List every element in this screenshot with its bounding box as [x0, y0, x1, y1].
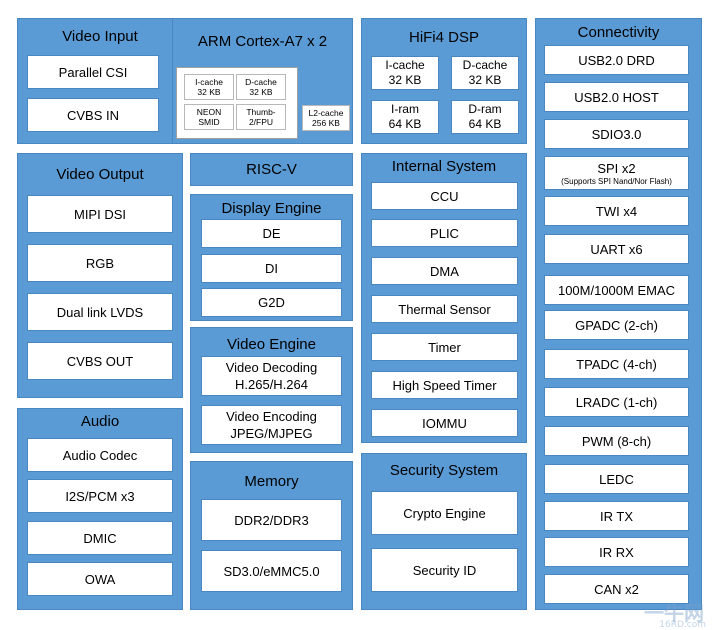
audio-block: Audio Audio Codec I2S/PCM x3 DMIC OWA — [17, 408, 183, 610]
video-engine-item: Video Encoding JPEG/MJPEG — [201, 405, 342, 445]
video-engine-item: Video Decoding H.265/H.264 — [201, 356, 342, 396]
arm-neon: NEON SMID — [184, 104, 234, 130]
dsp-block: HiFi4 DSP I-cache 32 KB D-cache 32 KB I-… — [361, 18, 527, 144]
memory-block: Memory DDR2/DDR3 SD3.0/eMMC5.0 — [190, 461, 353, 610]
arm-cpu-title: ARM Cortex-A7 x 2 — [197, 33, 328, 50]
connectivity-item: TWI x4 — [544, 196, 689, 226]
memory-title: Memory — [244, 473, 299, 490]
memory-item: SD3.0/eMMC5.0 — [201, 550, 342, 592]
arm-cpu-block: ARM Cortex-A7 x 2 I-cache 32 KB D-cache … — [172, 18, 353, 144]
connectivity-item-spi: SPI x2 (Supports SPI Nand/Nor Flash) — [544, 156, 689, 190]
connectivity-block: Connectivity USB2.0 DRD USB2.0 HOST SDIO… — [535, 18, 702, 610]
connectivity-item: LEDC — [544, 464, 689, 494]
arm-dcache: D-cache 32 KB — [236, 74, 286, 100]
security-system-title: Security System — [389, 462, 499, 479]
memory-item: DDR2/DDR3 — [201, 499, 342, 541]
connectivity-item: SDIO3.0 — [544, 119, 689, 149]
dsp-iram: I-ram 64 KB — [371, 100, 439, 134]
video-output-item: RGB — [27, 244, 173, 282]
connectivity-item: GPADC (2-ch) — [544, 310, 689, 340]
arm-icache: I-cache 32 KB — [184, 74, 234, 100]
video-output-block: Video Output MIPI DSI RGB Dual link LVDS… — [17, 153, 183, 398]
connectivity-item: TPADC (4-ch) — [544, 349, 689, 379]
display-engine-block: Display Engine DE DI G2D — [190, 194, 353, 321]
internal-system-item: DMA — [371, 257, 518, 285]
arm-thumb-fpu: Thumb- 2/FPU — [236, 104, 286, 130]
spi-note: (Supports SPI Nand/Nor Flash) — [561, 176, 672, 186]
video-output-title: Video Output — [56, 166, 144, 183]
internal-system-item: High Speed Timer — [371, 371, 518, 399]
internal-system-item: Timer — [371, 333, 518, 361]
display-engine-item: DI — [201, 254, 342, 283]
video-engine-title: Video Engine — [227, 336, 316, 353]
security-system-block: Security System Crypto Engine Security I… — [361, 453, 527, 610]
connectivity-item: IR TX — [544, 501, 689, 531]
audio-item: I2S/PCM x3 — [27, 479, 173, 513]
arm-l2-cache: L2-cache 256 KB — [302, 105, 350, 131]
video-input-block: Video Input Parallel CSI CVBS IN — [17, 18, 183, 144]
connectivity-item: UART x6 — [544, 234, 689, 264]
dsp-title: HiFi4 DSP — [408, 29, 479, 46]
internal-system-item: IOMMU — [371, 409, 518, 437]
watermark-site: 16RD.com — [659, 620, 706, 630]
connectivity-item: LRADC (1-ch) — [544, 387, 689, 417]
display-engine-title: Display Engine — [221, 200, 322, 217]
dsp-icache: I-cache 32 KB — [371, 56, 439, 90]
audio-item: DMIC — [27, 521, 173, 555]
connectivity-item: USB2.0 DRD — [544, 45, 689, 75]
audio-title: Audio — [80, 413, 120, 430]
security-item: Security ID — [371, 548, 518, 592]
internal-system-block: Internal System CCU PLIC DMA Thermal Sen… — [361, 153, 527, 443]
audio-item: Audio Codec — [27, 438, 173, 472]
internal-system-item: PLIC — [371, 219, 518, 247]
connectivity-title: Connectivity — [577, 24, 660, 41]
video-output-item: Dual link LVDS — [27, 293, 173, 331]
riscv-block: RISC-V — [190, 153, 353, 186]
internal-system-item: CCU — [371, 182, 518, 210]
video-output-item: MIPI DSI — [27, 195, 173, 233]
internal-system-title: Internal System — [391, 158, 497, 175]
connectivity-item: PWM (8-ch) — [544, 426, 689, 456]
display-engine-item: G2D — [201, 288, 342, 317]
dsp-dcache: D-cache 32 KB — [451, 56, 519, 90]
spi-label: SPI x2 — [597, 160, 636, 176]
connectivity-item: USB2.0 HOST — [544, 82, 689, 112]
display-engine-item: DE — [201, 219, 342, 248]
video-engine-block: Video Engine Video Decoding H.265/H.264 … — [190, 327, 353, 453]
connectivity-item: IR RX — [544, 537, 689, 567]
video-input-item: CVBS IN — [27, 98, 159, 132]
internal-system-item: Thermal Sensor — [371, 295, 518, 323]
video-output-item: CVBS OUT — [27, 342, 173, 380]
riscv-title: RISC-V — [246, 161, 297, 178]
watermark-logo: 一牛网 — [644, 601, 704, 625]
security-item: Crypto Engine — [371, 491, 518, 535]
video-input-item: Parallel CSI — [27, 55, 159, 89]
connectivity-item: CAN x2 — [544, 574, 689, 604]
video-input-title: Video Input — [62, 28, 138, 45]
audio-item: OWA — [27, 562, 173, 596]
dsp-dram: D-ram 64 KB — [451, 100, 519, 134]
connectivity-item: 100M/1000M EMAC — [544, 275, 689, 305]
